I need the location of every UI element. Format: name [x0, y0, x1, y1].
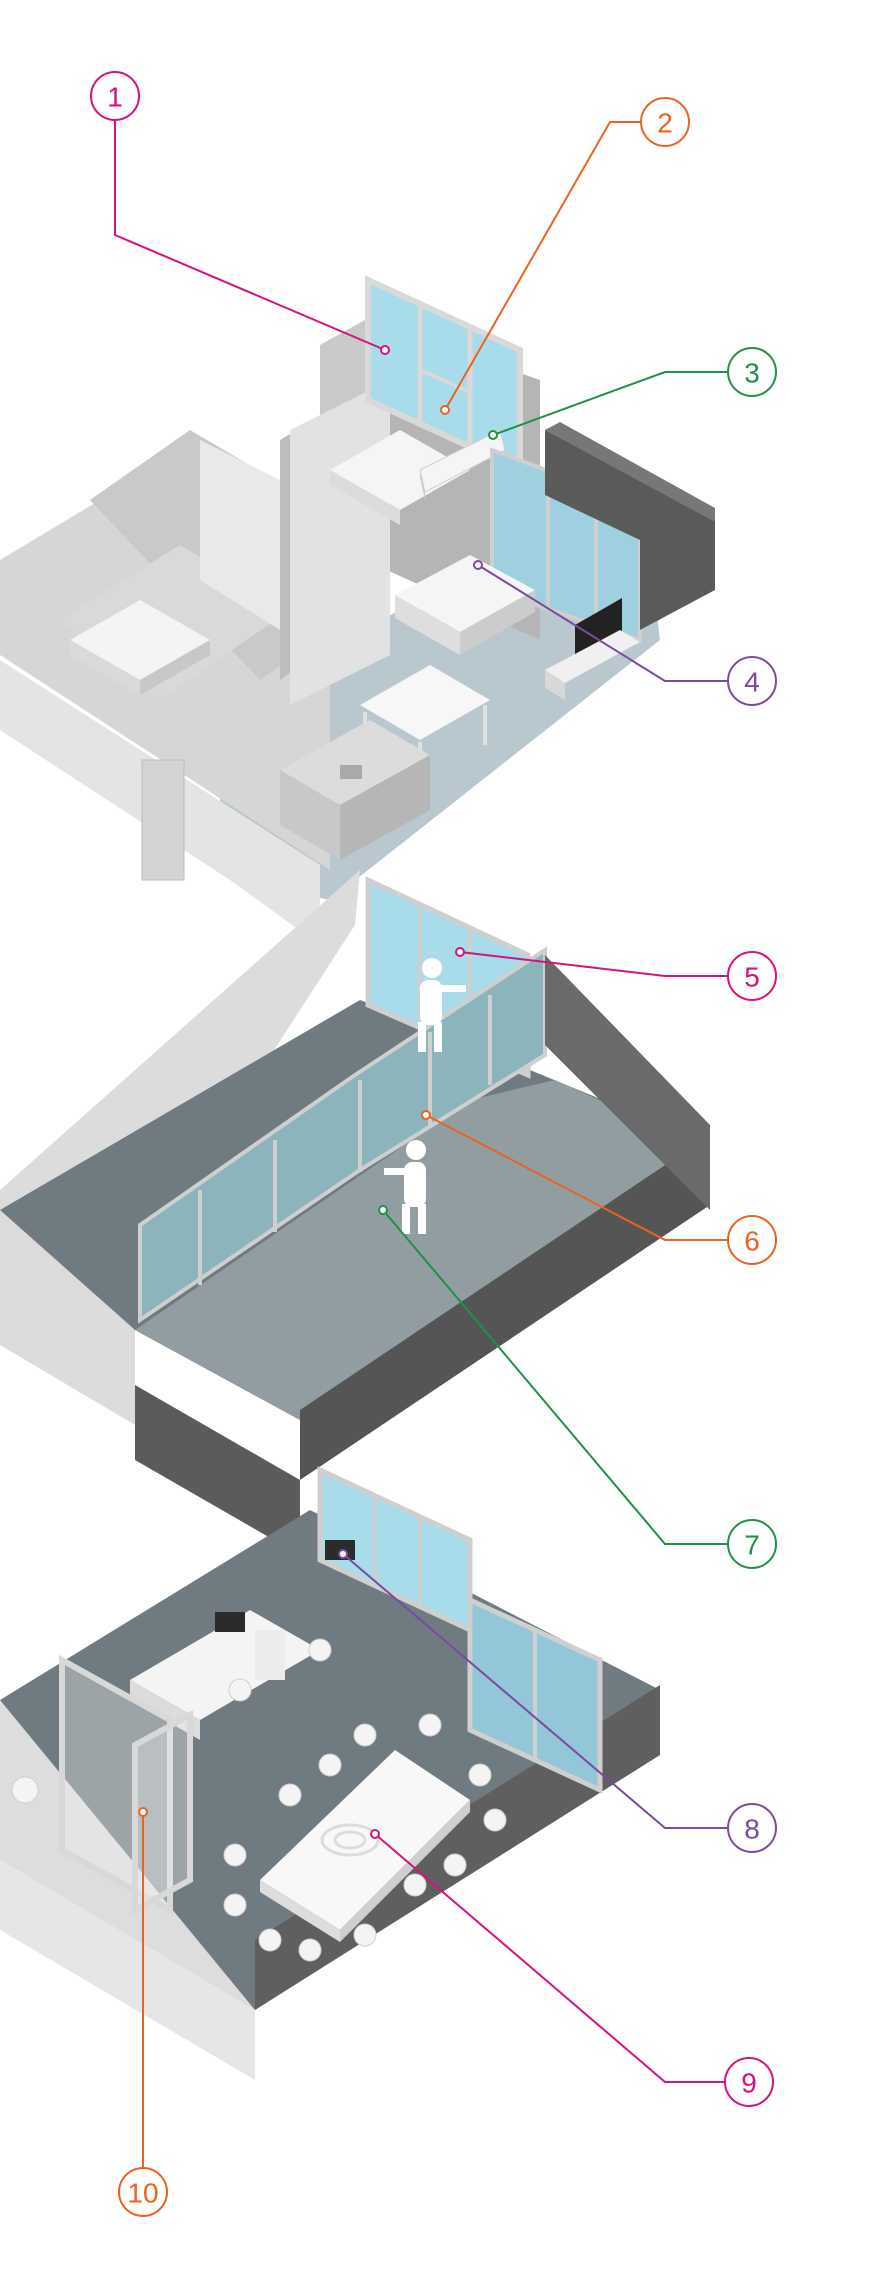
callout-10-circle	[118, 2167, 168, 2217]
office-side-window	[467, 1596, 603, 1794]
person-figure-lower	[384, 1140, 426, 1234]
office-front-wall	[0, 1860, 255, 2080]
callout-9-circle	[724, 2057, 774, 2107]
callout-8-leader	[342, 1553, 728, 1829]
callout-8[interactable]: 8	[338, 1549, 777, 1853]
callout-10-anchor	[138, 1807, 148, 1817]
empty-floor-balcony	[135, 1080, 710, 1420]
callout-7-label: 7	[744, 1530, 760, 1561]
callout-7-anchor	[378, 1205, 388, 1215]
conference-chairs	[11, 1638, 507, 1962]
callout-4-circle	[727, 656, 777, 706]
callout-5-circle	[727, 951, 777, 1001]
callout-4[interactable]: 4	[473, 560, 777, 706]
callout-8-circle	[727, 1803, 777, 1853]
callout-7[interactable]: 7	[378, 1205, 777, 1569]
callout-8-anchor	[338, 1549, 348, 1559]
callout-10[interactable]: 10	[118, 1807, 168, 2217]
callout-9-label: 9	[741, 2068, 757, 2099]
master-room-window	[365, 275, 523, 475]
office-level	[0, 1466, 660, 2080]
callout-2-circle	[640, 97, 690, 147]
callout-1[interactable]: 1	[90, 71, 390, 355]
callout-2-leader	[444, 121, 641, 411]
callout-3-leader	[492, 371, 728, 436]
callout-9[interactable]: 9	[370, 1829, 774, 2107]
living-room-sofa	[395, 555, 535, 655]
apartment-balcony-parapet	[545, 430, 715, 630]
desk-cabinet	[255, 1630, 285, 1680]
empty-floor-balcony-glass	[138, 946, 547, 1324]
empty-floor-parapet-front	[135, 1385, 300, 1555]
callout-2-label: 2	[657, 108, 673, 139]
living-room-tv	[545, 598, 640, 700]
callout-3-label: 3	[744, 358, 760, 389]
callout-1-circle	[90, 71, 140, 121]
callout-5-label: 5	[744, 962, 760, 993]
callout-1-anchor	[380, 345, 390, 355]
callout-9-leader	[374, 1833, 725, 2083]
apartment-balcony-parapet-top	[545, 422, 715, 522]
empty-floor-parapet-side	[300, 1135, 710, 1480]
callout-8-label: 8	[744, 1814, 760, 1845]
callout-6-anchor	[421, 1110, 431, 1120]
callout-4-leader	[477, 564, 728, 682]
callout-7-circle	[727, 1519, 777, 1569]
bedroom-bed	[70, 600, 210, 695]
callout-3[interactable]: 3	[488, 347, 777, 440]
callout-5-anchor	[455, 947, 465, 957]
master-room-front-wall	[290, 380, 390, 705]
empty-floor-level	[0, 870, 710, 1555]
callout-4-anchor	[473, 560, 483, 570]
callout-2[interactable]: 2	[440, 97, 690, 415]
callout-9-anchor	[370, 1829, 380, 1839]
office-desks	[130, 1540, 355, 1740]
callout-7-leader	[382, 1209, 728, 1545]
central-room-front	[200, 440, 280, 630]
callout-3-circle	[727, 347, 777, 397]
conference-table	[260, 1750, 470, 1942]
callout-5[interactable]: 5	[455, 947, 777, 1001]
callout-6[interactable]: 6	[421, 1110, 777, 1265]
master-bed	[330, 430, 470, 525]
callout-5-leader	[459, 951, 728, 977]
desk-monitor	[215, 1612, 245, 1632]
air-conditioner-unit	[419, 429, 506, 500]
callout-1-label: 1	[107, 82, 123, 113]
empty-floor-parapet-back	[545, 955, 710, 1210]
kitchen-island	[280, 720, 430, 860]
callout-10-label: 10	[127, 2178, 158, 2209]
callout-4-label: 4	[744, 667, 760, 698]
apartment-level	[0, 275, 715, 945]
callout-6-label: 6	[744, 1226, 760, 1257]
person-figure-upper	[418, 958, 466, 1052]
callout-2-anchor	[440, 405, 450, 415]
apartment-door	[141, 759, 185, 881]
callout-6-leader	[425, 1114, 728, 1241]
callout-6-circle	[727, 1215, 777, 1265]
callout-1-leader	[114, 120, 386, 351]
callout-3-anchor	[488, 430, 498, 440]
